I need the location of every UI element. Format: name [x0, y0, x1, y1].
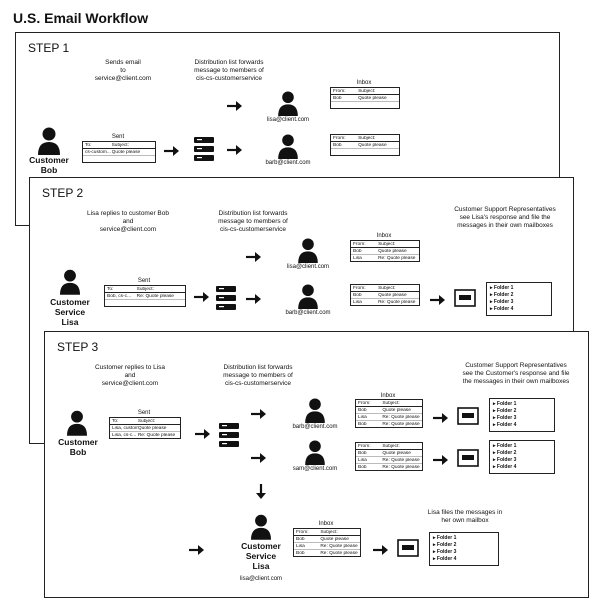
- step2-caption-dist: Distribution list forwards message to me…: [218, 210, 288, 234]
- person-icon: [278, 91, 298, 116]
- arrow-down-icon: [256, 484, 266, 499]
- step3-folder-list-sam: ▸ Folder 1 ▸ Folder 2 ▸ Folder 3 ▸ Folde…: [489, 440, 555, 474]
- step3-lisa-label: Customer Service Lisa: [241, 541, 281, 571]
- server-icon: [216, 286, 236, 310]
- person-icon: [251, 514, 271, 540]
- folder-item[interactable]: ▸ Folder 2: [433, 542, 457, 548]
- folder-item[interactable]: ▸ Folder 1: [493, 443, 517, 449]
- arrow-icon: [433, 455, 448, 465]
- step1-barb-email: barb@client.com: [265, 160, 311, 166]
- mailbox-icon: [454, 289, 476, 307]
- arrow-icon: [246, 252, 261, 262]
- folder-item[interactable]: ▸ Folder 2: [490, 292, 514, 298]
- step1-sent-table: To:Subject: cs-custom...Quote please: [82, 141, 156, 163]
- folder-item[interactable]: ▸ Folder 3: [493, 415, 517, 421]
- step3-caption-csr: Customer Support Representatives see the…: [462, 362, 570, 386]
- step3-lisa-email: lisa@client.com: [239, 576, 283, 582]
- step2-sent-table: To:Subject: Bob, cs-c...Re: Quote please: [104, 285, 186, 307]
- step3-sent-title: Sent: [137, 410, 151, 416]
- step2-caption-csr: Customer Support Representatives see Lis…: [454, 206, 556, 230]
- step1-sent-title: Sent: [111, 134, 125, 140]
- folder-item[interactable]: ▸ Folder 3: [490, 299, 514, 305]
- folder-item[interactable]: ▸ Folder 3: [433, 549, 457, 555]
- mailbox-icon: [457, 449, 479, 467]
- arrow-icon: [227, 145, 242, 155]
- folder-item[interactable]: ▸ Folder 4: [490, 306, 514, 312]
- step1-inbox-title: Inbox: [356, 80, 372, 86]
- arrow-icon: [164, 146, 179, 156]
- page-title: U.S. Email Workflow: [13, 10, 149, 26]
- folder-item[interactable]: ▸ Folder 1: [493, 401, 517, 407]
- server-icon: [194, 137, 214, 161]
- step3-caption-replies: Customer replies to Lisa and service@cli…: [94, 364, 166, 388]
- folder-item[interactable]: ▸ Folder 1: [433, 535, 457, 541]
- folder-item[interactable]: ▸ Folder 4: [493, 464, 517, 470]
- person-icon: [67, 410, 87, 436]
- step2-folder-list: ▸ Folder 1 ▸ Folder 2 ▸ Folder 3 ▸ Folde…: [486, 282, 552, 316]
- step3-folder-list-barb: ▸ Folder 1 ▸ Folder 2 ▸ Folder 3 ▸ Folde…: [489, 398, 555, 432]
- step2-lisa-email: lisa@client.com: [286, 264, 330, 270]
- step2-customer-label: Customer Service Lisa: [50, 297, 90, 327]
- person-icon: [298, 284, 318, 309]
- step3-caption-dist: Distribution list forwards message to me…: [223, 364, 293, 388]
- step1-caption-sends: Sends email to service@client.com: [94, 59, 152, 83]
- step3-sam-email: sam@client.com: [292, 466, 338, 472]
- folder-item[interactable]: ▸ Folder 3: [493, 457, 517, 463]
- step3-customer-label: Customer Bob: [58, 437, 98, 457]
- person-icon: [298, 238, 318, 263]
- arrow-icon: [227, 101, 242, 111]
- step3-folder-list-lisa: ▸ Folder 1 ▸ Folder 2 ▸ Folder 3 ▸ Folde…: [429, 532, 499, 566]
- arrow-icon: [194, 292, 209, 302]
- step1-caption-dist: Distribution list forwards message to me…: [194, 59, 264, 83]
- step1-label: STEP 1: [28, 41, 70, 55]
- arrow-icon: [433, 413, 448, 423]
- mailbox-icon: [397, 539, 419, 557]
- step3-caption-lisa-files: Lisa files the messages in her own mailb…: [427, 509, 503, 525]
- folder-item[interactable]: ▸ Folder 4: [493, 422, 517, 428]
- step2-caption-replies: Lisa replies to customer Bob and service…: [86, 210, 169, 234]
- step3-inbox-title: Inbox: [380, 393, 396, 399]
- step3-barb-email: barb@client.com: [292, 424, 338, 430]
- step2-sent-title: Sent: [137, 278, 151, 284]
- arrow-icon: [195, 429, 210, 439]
- arrow-icon: [251, 453, 266, 463]
- step3-panel: STEP 3 Customer replies to Lisa and serv…: [44, 331, 589, 598]
- step2-label: STEP 2: [42, 186, 84, 200]
- arrow-icon: [189, 545, 204, 555]
- mailbox-icon: [457, 407, 479, 425]
- arrow-icon: [373, 545, 388, 555]
- arrow-icon: [251, 409, 266, 419]
- arrow-icon: [246, 294, 261, 304]
- step3-label: STEP 3: [57, 340, 99, 354]
- step1-customer-label: Customer Bob: [29, 155, 69, 175]
- folder-item[interactable]: ▸ Folder 4: [433, 556, 457, 562]
- folder-item[interactable]: ▸ Folder 1: [490, 285, 514, 291]
- person-icon: [38, 127, 60, 155]
- person-icon: [305, 398, 325, 423]
- folder-item[interactable]: ▸ Folder 2: [493, 450, 517, 456]
- folder-item[interactable]: ▸ Folder 2: [493, 408, 517, 414]
- step2-barb-email: barb@client.com: [285, 310, 331, 316]
- person-icon: [305, 440, 325, 465]
- step2-inbox-title: Inbox: [376, 233, 392, 239]
- step3-lisa-inbox-title: Inbox: [318, 521, 334, 527]
- step3-sent-table: To:Subject: Lisa, custom...Quote please …: [109, 417, 181, 439]
- arrow-icon: [430, 295, 445, 305]
- person-icon: [278, 134, 298, 159]
- step1-lisa-email: lisa@client.com: [266, 117, 310, 123]
- server-icon: [219, 423, 239, 447]
- person-icon: [60, 269, 80, 295]
